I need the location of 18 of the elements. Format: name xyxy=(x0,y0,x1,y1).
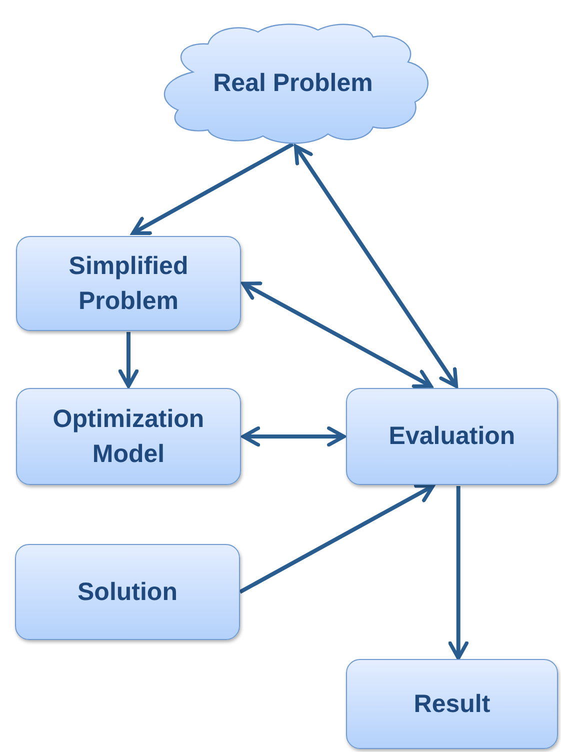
node-label: Evaluation xyxy=(388,421,516,452)
node-label: Optimization Model xyxy=(52,404,206,470)
arrow xyxy=(239,484,435,594)
process-box xyxy=(16,236,241,331)
node-label: Solution xyxy=(76,576,178,608)
arrow xyxy=(448,486,469,660)
node-label: Real Problem xyxy=(212,68,374,98)
arrow xyxy=(241,426,346,447)
process-box xyxy=(346,659,558,749)
node-label: Result xyxy=(412,688,492,720)
arrow xyxy=(131,142,294,235)
process-box xyxy=(15,544,240,640)
arrow xyxy=(294,144,458,388)
arrow xyxy=(241,282,433,388)
node-label: Simplified Problem xyxy=(68,250,190,316)
arrow xyxy=(118,332,139,388)
process-box xyxy=(16,388,241,485)
process-box xyxy=(346,388,558,485)
